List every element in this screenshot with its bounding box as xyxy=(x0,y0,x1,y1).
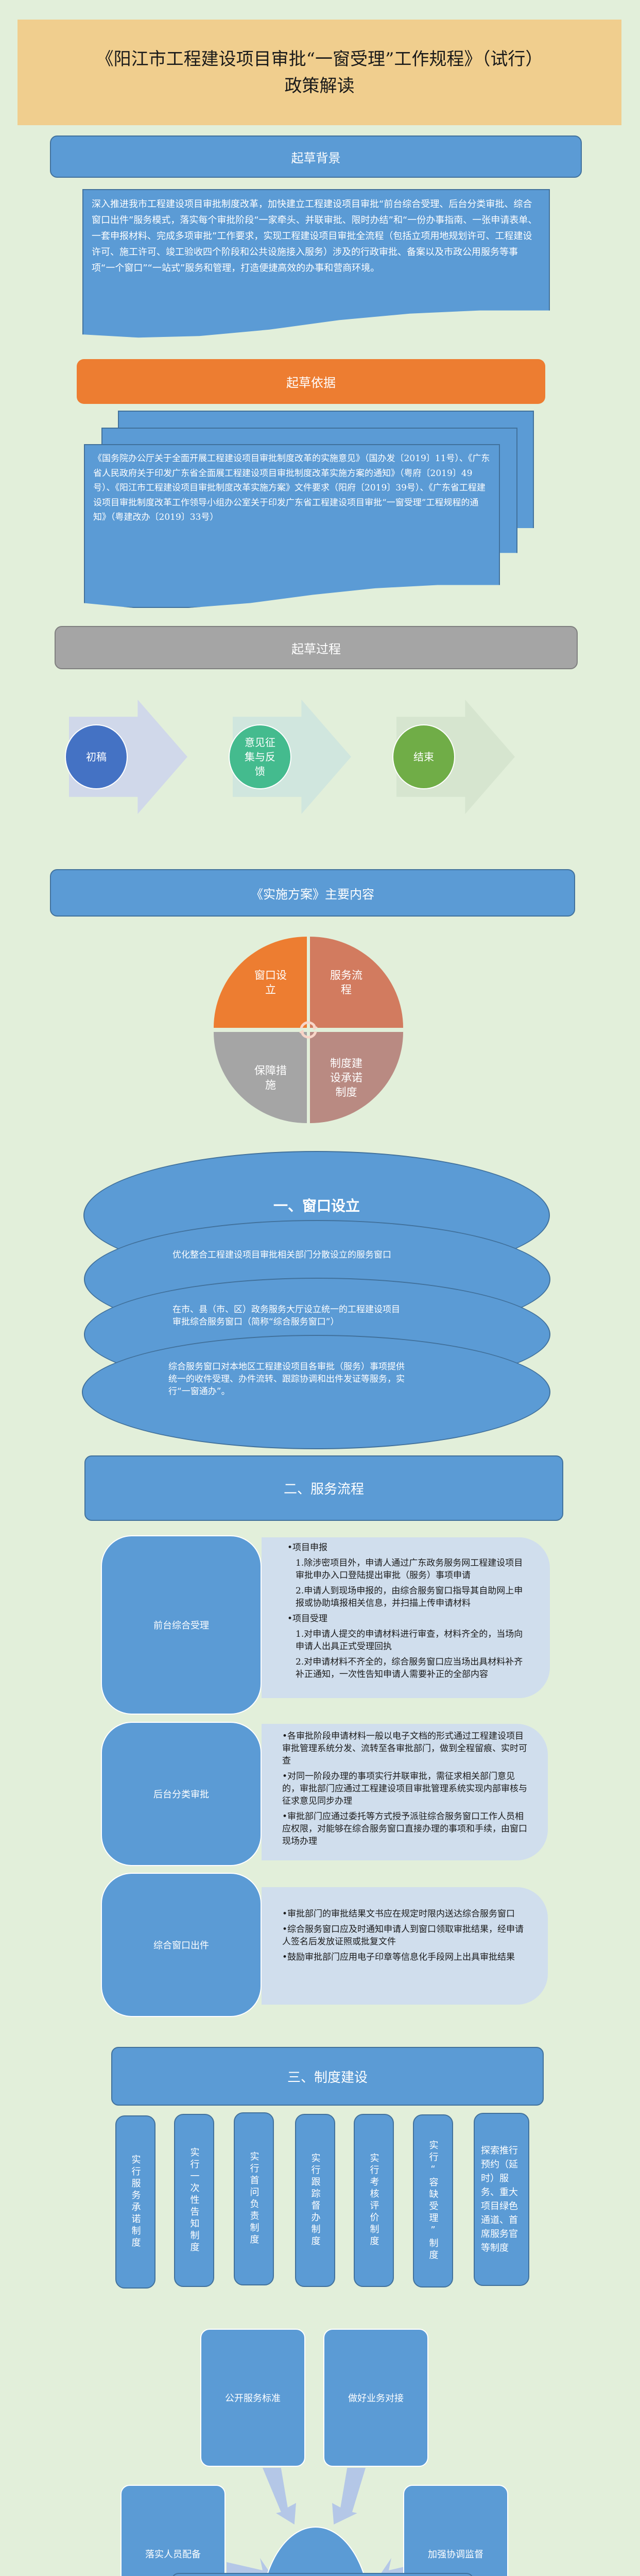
quadrant-window-setup-label: 窗口设立 xyxy=(254,969,287,996)
guarantee-staffing: 落实人员配备 xyxy=(120,2485,226,2576)
stage-detail-line: •项目受理 xyxy=(287,1614,328,1624)
system-pill-3: 实行首问负责制度 xyxy=(234,2112,274,2285)
guarantee-open-standards: 公开服务标准 xyxy=(200,2329,305,2467)
process-step-draft: 初稿 xyxy=(65,724,128,789)
section1-item-3: 综合服务窗口对本地区工程建设项目各审批（服务）事项提供统一的收件受理、办件流转、… xyxy=(82,1335,550,1449)
quadrant-safeguards: 保障措施 xyxy=(214,1032,307,1123)
system-pill-4: 实行跟踪督办制度 xyxy=(295,2114,335,2287)
footer-note: 本规程自发布之日起试行，试行期两年 xyxy=(171,2573,474,2576)
section2-heading-label: 二、服务流程 xyxy=(283,1482,364,1497)
guarantee-open-standards-label: 公开服务标准 xyxy=(225,2393,281,2404)
section1-item-3-text: 综合服务窗口对本地区工程建设项目各审批（服务）事项提供统一的收件受理、办件流转、… xyxy=(168,1362,405,1397)
process-step-feedback: 意见征集与反馈 xyxy=(229,724,291,789)
basis-heading-label: 起草依据 xyxy=(286,376,336,390)
section1-heading-label: 一、窗口设立 xyxy=(273,1197,360,1214)
basis-heading: 起草依据 xyxy=(77,359,545,404)
plan-heading: 《实施方案》主要内容 xyxy=(50,869,575,917)
section4-center: 四、工作保障 xyxy=(260,2527,371,2576)
stage-detail-line: 2.申请人到现场申报的，由综合服务窗口指导其自助网上申报或协助填报相关信息，并扫… xyxy=(296,1586,523,1608)
section3-heading: 三、制度建设 xyxy=(111,2047,544,2106)
quadrant-safeguards-label: 保障措施 xyxy=(254,1064,287,1091)
background-card: 深入推进我市工程建设项目审批制度改革，加快建立工程建设项目审批“前台综合受理、后… xyxy=(82,189,550,338)
stage-backend: 后台分类审批 xyxy=(101,1722,262,1866)
document-title: 《阳江市工程建设项目审批“一窗受理”工作规程》（试行） 政策解读 xyxy=(18,20,621,125)
stage-window-issue: 综合窗口出件 xyxy=(101,1873,262,2017)
stage-detail-line: 2.对申请材料不齐全的，综合服务窗口应当场出具材料补齐补正通知，一次性告知申请人… xyxy=(296,1657,523,1680)
guarantee-coordination: 加强协调监督 xyxy=(403,2485,508,2576)
guarantee-staffing-label: 落实人员配备 xyxy=(145,2549,201,2560)
guarantee-business-docking-label: 做好业务对接 xyxy=(348,2393,404,2404)
process-heading-label: 起草过程 xyxy=(291,641,341,656)
quadrant-service-flow: 服务流程 xyxy=(310,937,403,1028)
stage-window-issue-label: 综合窗口出件 xyxy=(153,1940,209,1951)
stage-detail-line: •鼓励审批部门应用电子印章等信息化手段网上出具审批结果 xyxy=(282,1952,515,1962)
arrow-top-left-icon xyxy=(263,2468,296,2524)
stage-front-desk: 前台综合受理 xyxy=(101,1535,262,1715)
quadrant-window-setup: 窗口设立 xyxy=(214,937,307,1028)
process-step-feedback-label: 意见征集与反馈 xyxy=(245,736,275,777)
document-title-line1: 《阳江市工程建设项目审批“一窗受理”工作规程》（试行） xyxy=(96,48,543,70)
system-pill-7: 探索推行预约（延时）服务、重大项目绿色通道、首席服务官等制度 xyxy=(474,2113,529,2286)
stage-detail-line: •审批部门的审批结果文书应在规定时限内送达综合服务窗口 xyxy=(282,1909,515,1919)
stage-backend-label: 后台分类审批 xyxy=(153,1789,209,1800)
process-step-end: 结束 xyxy=(392,724,455,789)
background-text: 深入推进我市工程建设项目审批制度改革，加快建立工程建设项目审批“前台综合受理、后… xyxy=(92,199,538,274)
background-heading-label: 起草背景 xyxy=(291,150,341,165)
stage-detail-line: •各审批阶段申请材料一般以电子文档的形式通过工程建设项目审批管理系统分发、流转至… xyxy=(282,1731,527,1766)
background-heading: 起草背景 xyxy=(50,135,582,178)
cycle-arrows-icon xyxy=(298,1018,319,1042)
quadrant-service-flow-label: 服务流程 xyxy=(330,969,362,996)
guarantee-coordination-label: 加强协调监督 xyxy=(428,2549,483,2560)
section2-heading: 二、服务流程 xyxy=(84,1455,563,1521)
stage-detail-line: •对同一阶段办理的事项实行并联审批，需征求相关部门意见的，审批部门应通过工程建设… xyxy=(282,1771,527,1806)
document-title-line2: 政策解读 xyxy=(284,75,355,96)
system-pill-6-label: 实行“容缺受理”制度 xyxy=(427,2140,439,2262)
process-step-end-label: 结束 xyxy=(413,751,434,763)
system-pill-3-label: 实行首问负责制度 xyxy=(248,2151,260,2246)
process-step-draft-label: 初稿 xyxy=(86,751,107,763)
section3-heading-label: 三、制度建设 xyxy=(287,2070,368,2086)
stage-detail-line: •项目申报 xyxy=(287,1543,328,1553)
section1-item-1-text: 优化整合工程建设项目审批相关部门分散设立的服务窗口 xyxy=(172,1250,391,1260)
stage-detail-line: •审批部门应通过委托等方式授予派驻综合服务窗口工作人员相应权限，对能够在综合服务… xyxy=(282,1811,527,1846)
system-pill-2: 实行一次性告知制度 xyxy=(174,2114,214,2287)
plan-heading-label: 《实施方案》主要内容 xyxy=(251,887,374,902)
system-pill-1-label: 实行服务承诺制度 xyxy=(130,2155,141,2249)
system-pill-5-label: 实行考核评价制度 xyxy=(368,2153,379,2248)
stage-front-desk-details: •项目申报 1.除涉密项目外，申请人通过广东政务服务网工程建设项目审批申办入口登… xyxy=(262,1537,550,1698)
system-pill-5: 实行考核评价制度 xyxy=(354,2114,394,2287)
quadrant-system-building-label: 制度建设承诺制度 xyxy=(330,1057,362,1098)
system-pill-2-label: 实行一次性告知制度 xyxy=(188,2147,200,2254)
stage-detail-line: 1.除涉密项目外，申请人通过广东政务服务网工程建设项目审批申办入口登陆提出审批（… xyxy=(296,1558,523,1581)
basis-text: 《国务院办公厅关于全面开展工程建设项目审批制度改革的实施意见》（国办发〔2019… xyxy=(93,453,490,522)
quadrant-system-building: 制度建设承诺制度 xyxy=(310,1032,403,1123)
process-heading: 起草过程 xyxy=(55,626,578,669)
stage-detail-line: •综合服务窗口应及时通知申请人到窗口领取审批结果，经申请人签名后发放证照或批复文… xyxy=(282,1924,524,1947)
guarantee-business-docking: 做好业务对接 xyxy=(323,2329,428,2467)
plan-quadrant-diagram: 窗口设立 服务流程 保障措施 制度建设承诺制度 xyxy=(214,937,403,1123)
arrow-top-right-icon xyxy=(332,2468,366,2524)
stage-window-issue-details: •审批部门的审批结果文书应在规定时限内送达综合服务窗口 •综合服务窗口应及时通知… xyxy=(262,1887,548,2005)
stage-front-desk-label: 前台综合受理 xyxy=(153,1620,209,1631)
stage-backend-details: •各审批阶段申请材料一般以电子文档的形式通过工程建设项目审批管理系统分发、流转至… xyxy=(262,1724,548,1860)
system-pill-1: 实行服务承诺制度 xyxy=(115,2115,155,2289)
system-pill-7-label: 探索推行预约（延时）服务、重大项目绿色通道、首席服务官等制度 xyxy=(481,2145,518,2253)
stage-detail-line: 1.对申请人提交的申请材料进行审查，材料齐全的，当场向申请人出具正式受理回执 xyxy=(296,1629,523,1652)
section1-item-2-text: 在市、县（市、区）政务服务大厅设立统一的工程建设项目审批综合服务窗口（简称“综合… xyxy=(172,1304,400,1327)
basis-card: 《国务院办公厅关于全面开展工程建设项目审批制度改革的实施意见》（国办发〔2019… xyxy=(84,444,500,608)
system-pill-4-label: 实行跟踪督办制度 xyxy=(309,2153,321,2248)
system-pill-6: 实行“容缺受理”制度 xyxy=(413,2114,453,2287)
